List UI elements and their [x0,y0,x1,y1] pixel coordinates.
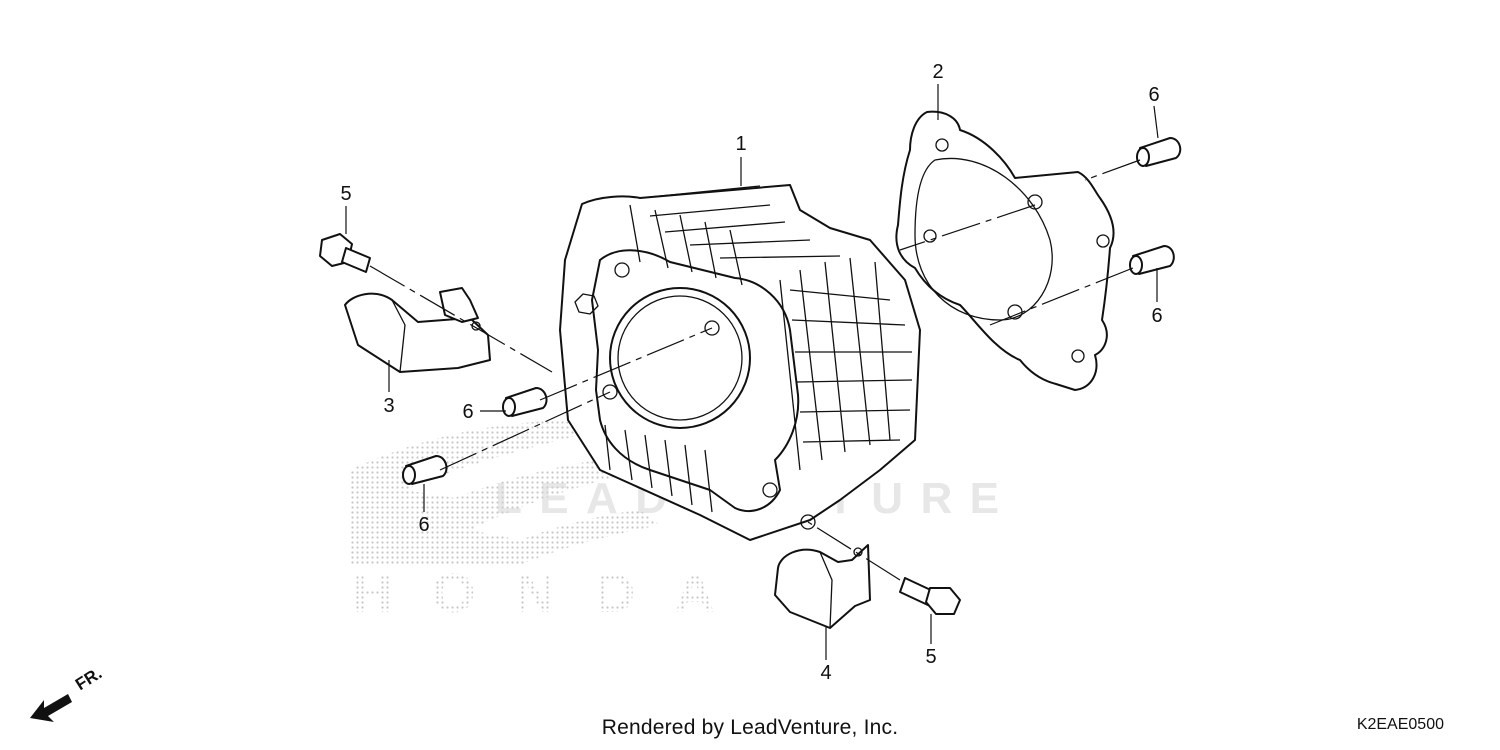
cylinder-stud-hole-1 [614,262,630,278]
leader-lines [345,84,1159,660]
cylinder-bore-inner [617,295,743,421]
guide-bottom-body [774,544,871,629]
dowel-pin-3-end [502,397,516,417]
cylinder-stud-hole-5 [800,514,816,530]
axis-bolt-lower [807,521,901,581]
axis-gasket-to-cylinder [899,204,1036,251]
head-gasket-bore [914,157,1053,321]
axis-bolt-upper [369,265,553,373]
bolt-upper-shank [341,247,371,273]
axis-pin-upper-right [1084,159,1141,181]
gasket-hole-3 [1096,234,1110,248]
dowel-pin-1-end [1136,147,1150,167]
guide-bottom [774,544,871,629]
head-gasket [895,110,1115,391]
axis-pin-lower-right [989,267,1134,326]
diagram-code: K2EAE0500 [1356,716,1444,733]
cylinder-stud-hole-3 [602,384,618,400]
axis-pin-left-upper [539,327,713,401]
callout-6c: 6 [462,401,473,423]
guide-left-tab [439,287,479,323]
dowel-pin-1 [1136,137,1182,167]
callout-6a: 6 [1148,84,1159,106]
front-arrow-icon [30,694,72,722]
front-direction-indicator [30,694,72,722]
dowel-pin-3 [502,387,548,417]
callout-6d: 6 [418,514,429,536]
guide-bottom-hole [853,547,863,557]
callouts: 1 2 3 4 5 5 6 6 6 6 [340,61,1162,684]
callout-5a: 5 [340,183,351,205]
cylinder-stud-hole-4 [762,482,778,498]
cylinder-hex-plug [574,293,599,315]
bolt-lower-head [925,587,961,615]
callout-6b: 6 [1151,305,1162,327]
dowel-pin-2-body [1132,245,1175,275]
callout-1: 1 [735,133,746,155]
dowel-pin-4 [402,455,448,485]
bolt-upper [319,233,371,273]
axis-pin-left-lower [439,391,611,471]
gasket-hole-6 [923,229,937,243]
dowel-pin-4-end [402,465,416,485]
callout-4: 4 [820,662,831,684]
head-gasket-outline [895,110,1115,391]
dowel-pin-4-body [405,455,448,485]
cylinder-bore [609,287,751,429]
guide-left-body [344,292,491,373]
callout-3: 3 [383,395,394,417]
gasket-hole-4 [1071,349,1085,363]
honda-wing-logo [350,420,660,565]
leader-6a [1153,105,1159,139]
gasket-hole-2 [1027,194,1043,210]
dowel-pin-2 [1129,245,1175,275]
dowel-pin-1-body [1139,137,1182,167]
bolt-lower [899,577,961,615]
guide-left-edge [391,299,406,373]
cylinder-stud-hole-2 [704,320,720,336]
dowel-pin-2-end [1129,255,1143,275]
callout-5b: 5 [925,646,936,668]
callout-2: 2 [932,61,943,83]
cylinder-bottom-fins [604,424,713,513]
cylinder-side-fins [779,257,913,471]
rendered-by-credit: Rendered by LeadVenture, Inc. [601,716,899,739]
guide-bottom-edge [819,551,833,629]
honda-wordmark: HONDA [352,561,714,624]
cylinder-block [559,184,921,541]
guide-left [344,287,491,373]
cylinder-top-fins [629,185,841,286]
gasket-hole-1 [935,138,949,152]
